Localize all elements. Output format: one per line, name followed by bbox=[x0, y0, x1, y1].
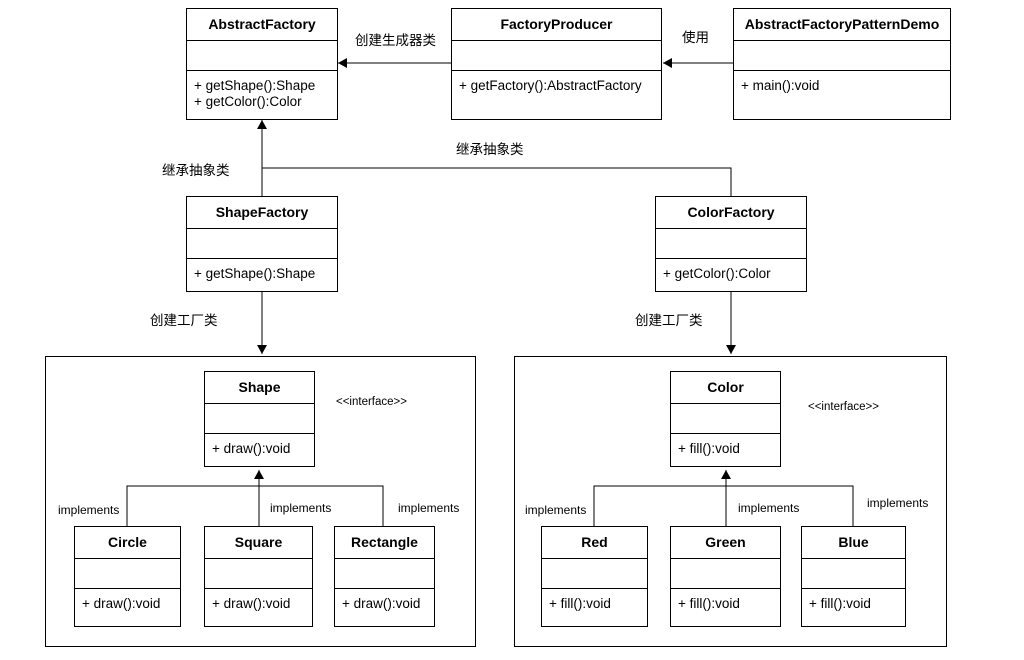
shape-factory-class[interactable]: ShapeFactory + getShape():Shape bbox=[186, 196, 338, 292]
operation: + getFactory():AbstractFactory bbox=[459, 78, 642, 93]
class-operations: + getShape():Shape bbox=[187, 259, 337, 282]
color-interface[interactable]: Color + fill():void bbox=[670, 371, 781, 467]
color-stereotype: <<interface>> bbox=[808, 401, 879, 413]
operation: + draw():void bbox=[342, 596, 421, 611]
class-name: Rectangle bbox=[335, 527, 434, 559]
class-name: AbstractFactoryPatternDemo bbox=[734, 9, 950, 41]
class-name: Blue bbox=[802, 527, 905, 559]
inherit-right-label: 继承抽象类 bbox=[456, 142, 524, 157]
class-operations: + getFactory():AbstractFactory bbox=[452, 71, 661, 94]
shape-package bbox=[45, 356, 476, 647]
class-operations: + draw():void bbox=[335, 589, 434, 612]
impl-circle-label: implements bbox=[58, 503, 120, 517]
class-operations: + fill():void bbox=[671, 434, 780, 457]
operation: + draw():void bbox=[212, 441, 291, 456]
color-factory-class[interactable]: ColorFactory + getColor():Color bbox=[655, 196, 807, 292]
create-generator-label: 创建生成器类 bbox=[355, 33, 436, 48]
class-attributes bbox=[802, 558, 905, 589]
class-name: ShapeFactory bbox=[187, 197, 337, 229]
operation: + fill():void bbox=[678, 441, 740, 456]
circle-class[interactable]: Circle + draw():void bbox=[74, 526, 181, 627]
class-attributes bbox=[335, 558, 434, 589]
create-factory-right-label: 创建工厂类 bbox=[635, 313, 703, 328]
class-name: ColorFactory bbox=[656, 197, 806, 229]
red-class[interactable]: Red + fill():void bbox=[541, 526, 648, 627]
class-operations: + draw():void bbox=[205, 589, 312, 612]
impl-square-label: implements bbox=[270, 501, 332, 515]
class-operations: + draw():void bbox=[205, 434, 314, 457]
class-attributes bbox=[205, 558, 312, 589]
factory-producer-class[interactable]: FactoryProducer + getFactory():AbstractF… bbox=[451, 8, 662, 120]
class-operations: + main():void bbox=[734, 71, 950, 94]
impl-blue-line bbox=[726, 485, 854, 526]
class-attributes bbox=[75, 558, 180, 589]
impl-red-line bbox=[593, 485, 726, 526]
class-operations: + getColor():Color bbox=[656, 259, 806, 282]
operation: + getColor():Color bbox=[194, 94, 302, 109]
impl-red-label: implements bbox=[525, 503, 587, 517]
class-operations: + fill():void bbox=[802, 589, 905, 612]
class-operations: + fill():void bbox=[671, 589, 780, 612]
class-attributes bbox=[656, 228, 806, 259]
operation: + getColor():Color bbox=[663, 266, 771, 281]
shape-interface[interactable]: Shape + draw():void bbox=[204, 371, 315, 467]
square-class[interactable]: Square + draw():void bbox=[204, 526, 313, 627]
class-attributes bbox=[187, 228, 337, 259]
impl-green-label: implements bbox=[738, 501, 800, 515]
operation: + draw():void bbox=[212, 596, 291, 611]
impl-circle-line bbox=[126, 485, 259, 526]
abstract-factory-class[interactable]: AbstractFactory + getShape():Shape + get… bbox=[186, 8, 338, 120]
impl-rectangle-label: implements bbox=[398, 501, 460, 515]
class-name: Red bbox=[542, 527, 647, 559]
demo-class[interactable]: AbstractFactoryPatternDemo + main():void bbox=[733, 8, 951, 120]
impl-blue-label: implements bbox=[867, 496, 929, 510]
class-name: Circle bbox=[75, 527, 180, 559]
operation: + fill():void bbox=[809, 596, 871, 611]
green-class[interactable]: Green + fill():void bbox=[670, 526, 781, 627]
class-name: Square bbox=[205, 527, 312, 559]
operation: + getShape():Shape bbox=[194, 266, 316, 281]
class-name: Color bbox=[671, 372, 780, 404]
class-attributes bbox=[205, 403, 314, 434]
class-attributes bbox=[187, 40, 337, 71]
operation: + draw():void bbox=[82, 596, 161, 611]
class-attributes bbox=[542, 558, 647, 589]
class-operations: + fill():void bbox=[542, 589, 647, 612]
class-attributes bbox=[671, 558, 780, 589]
impl-rectangle-line bbox=[259, 485, 384, 526]
inherit-left-label: 继承抽象类 bbox=[162, 163, 230, 178]
class-operations: + draw():void bbox=[75, 589, 180, 612]
class-name: AbstractFactory bbox=[187, 9, 337, 41]
class-attributes bbox=[452, 40, 661, 71]
operation: + fill():void bbox=[549, 596, 611, 611]
rectangle-class[interactable]: Rectangle + draw():void bbox=[334, 526, 435, 627]
blue-class[interactable]: Blue + fill():void bbox=[801, 526, 906, 627]
class-name: Green bbox=[671, 527, 780, 559]
shape-stereotype: <<interface>> bbox=[336, 396, 407, 408]
inherit-right-line bbox=[262, 167, 732, 196]
use-label: 使用 bbox=[682, 30, 709, 45]
operation: + fill():void bbox=[678, 596, 740, 611]
operation: + getShape():Shape bbox=[194, 78, 316, 93]
operation: + main():void bbox=[741, 78, 820, 93]
class-attributes bbox=[734, 40, 950, 71]
class-name: Shape bbox=[205, 372, 314, 404]
create-factory-left-label: 创建工厂类 bbox=[150, 313, 218, 328]
class-attributes bbox=[671, 403, 780, 434]
class-operations: + getShape():Shape + getColor():Color bbox=[187, 71, 337, 110]
class-name: FactoryProducer bbox=[452, 9, 661, 41]
color-package bbox=[514, 356, 947, 647]
